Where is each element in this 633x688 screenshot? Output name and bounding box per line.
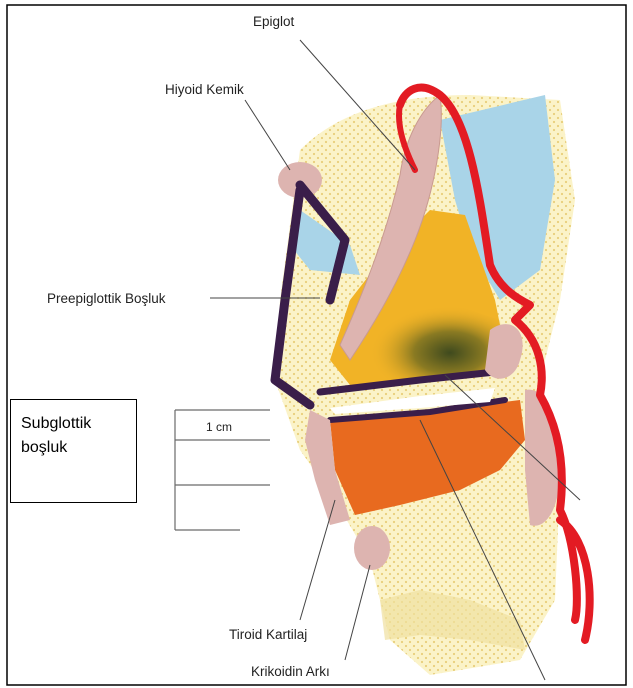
label-tiroid-kartilaj: Tiroid Kartilaj [229, 627, 307, 642]
label-scale-1cm: 1 cm [206, 420, 232, 434]
callout-line-1: Subglottik [21, 412, 126, 436]
leader-krikoid [345, 565, 370, 660]
subglottic-callout-box: Subglottik boşluk [10, 399, 137, 503]
leader-tiroid [300, 500, 335, 620]
label-epiglot: Epiglot [253, 14, 295, 29]
cricoid-arch [354, 526, 390, 570]
leader-hiyoid [245, 100, 290, 170]
label-krikoidin-arki: Krikoidin Arkı [251, 664, 330, 679]
callout-line-2: boşluk [21, 436, 126, 460]
label-hiyoid-kemik: Hiyoid Kemik [165, 82, 244, 97]
cricoid-lamina [525, 390, 560, 526]
label-preepiglottik-bosluk: Preepiglottik Boşluk [47, 291, 166, 306]
